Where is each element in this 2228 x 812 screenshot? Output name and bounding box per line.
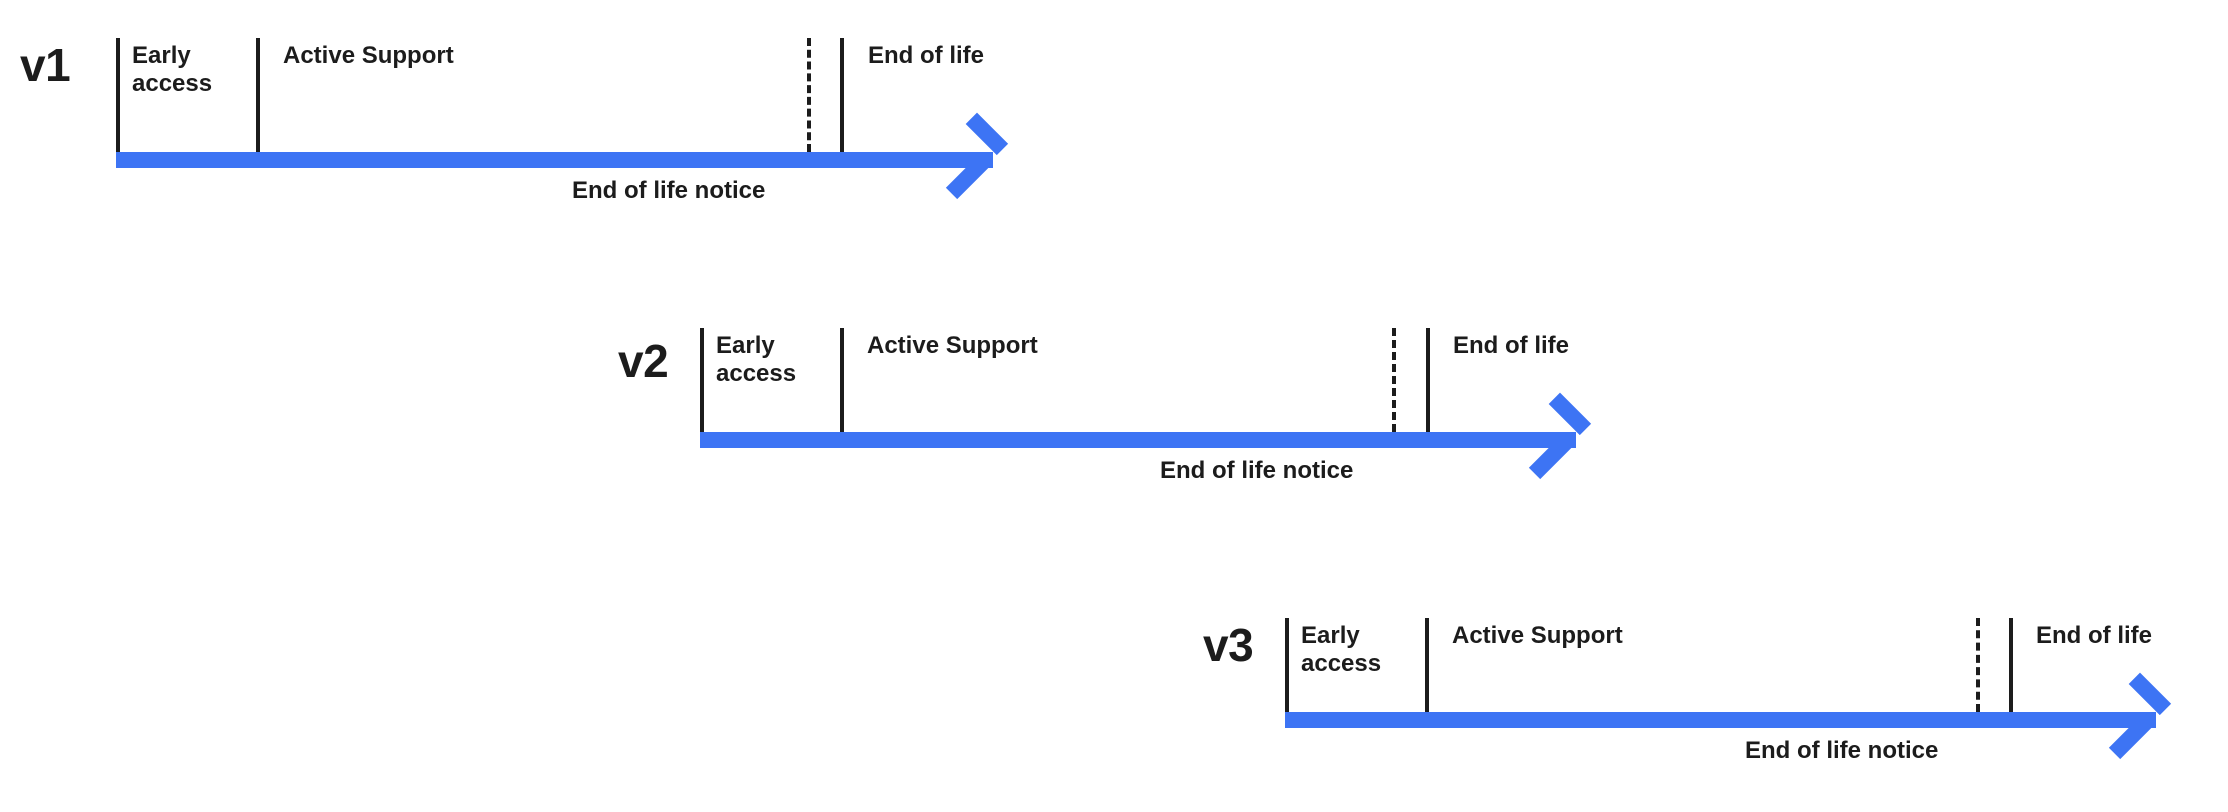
start-tick-v1	[116, 38, 120, 152]
end-of-life-tick-v1	[840, 38, 844, 152]
active-support-label-v2: Active Support	[867, 332, 1038, 359]
timeline-arrow-shaft-v3	[1285, 712, 2156, 728]
arrow-head-upper-stroke	[965, 112, 1009, 156]
end-of-life-notice-label-v3: End of life notice	[1745, 737, 1939, 764]
version-label-v2: v2	[618, 335, 669, 387]
timeline-arrow-shaft-v1	[116, 152, 993, 168]
end-of-life-notice-marker-v2	[1392, 328, 1396, 432]
version-label-v1: v1	[20, 39, 71, 91]
early-access-label-v3: Early access	[1301, 622, 1382, 677]
active-support-label-v3: Active Support	[1452, 622, 1623, 649]
arrow-head-upper-stroke	[2128, 672, 2172, 716]
end-of-life-notice-label-v2: End of life notice	[1160, 457, 1354, 484]
end-of-life-label-v3: End of life	[2036, 622, 2152, 649]
active-support-tick-v1	[256, 38, 260, 152]
early-access-label-v2: Early access	[716, 332, 797, 387]
active-support-tick-v2	[840, 328, 844, 432]
end-of-life-notice-marker-v1	[807, 38, 811, 152]
end-of-life-tick-v2	[1426, 328, 1430, 432]
arrow-head-upper-stroke	[1548, 392, 1592, 436]
end-of-life-label-v1: End of life	[868, 42, 984, 69]
version-label-v3: v3	[1203, 619, 1254, 671]
start-tick-v3	[1285, 618, 1289, 712]
early-access-label-v1: Early access	[132, 42, 213, 97]
end-of-life-notice-label-v1: End of life notice	[572, 177, 766, 204]
end-of-life-label-v2: End of life	[1453, 332, 1569, 359]
start-tick-v2	[700, 328, 704, 432]
active-support-label-v1: Active Support	[283, 42, 454, 69]
end-of-life-notice-marker-v3	[1976, 618, 1980, 712]
timeline-arrow-shaft-v2	[700, 432, 1576, 448]
active-support-tick-v3	[1425, 618, 1429, 712]
end-of-life-tick-v3	[2009, 618, 2013, 712]
